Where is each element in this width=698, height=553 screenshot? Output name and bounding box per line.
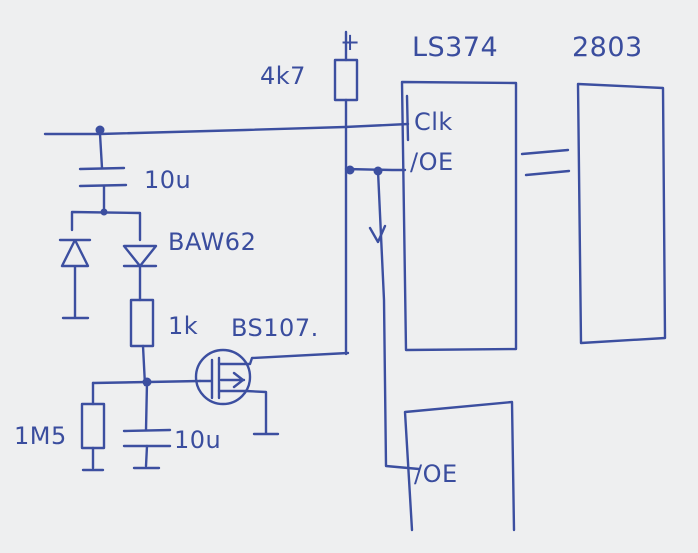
diode-split-wire <box>70 210 142 242</box>
mosfet-circle <box>194 348 252 406</box>
chip1-label: LS374 <box>412 32 498 63</box>
resistor-1m5 <box>80 402 106 450</box>
r1m5-lead-bottom <box>81 446 105 472</box>
cap2-lead-top <box>144 380 149 432</box>
bus-line-2 <box>524 169 571 177</box>
clock-wire <box>43 122 410 136</box>
r-series-label: 1k <box>168 312 198 340</box>
diode-right <box>122 244 158 302</box>
mosfet-drain <box>217 351 350 366</box>
cap2-label: 10u <box>174 426 221 454</box>
oe2-branch <box>376 169 421 471</box>
ls374-chip <box>400 80 518 352</box>
second-chip <box>403 400 516 532</box>
oe1-wire <box>344 167 407 172</box>
vplus-label: + <box>340 28 361 56</box>
oe1-pin-label: /OE <box>410 148 454 176</box>
cap1-label: 10u <box>144 166 191 194</box>
mosfet-label: BS107. <box>231 314 319 342</box>
mosfet-gate <box>198 358 214 400</box>
bus-line-1 <box>520 148 570 156</box>
diode-left <box>58 238 92 320</box>
cap2-lead-bottom <box>132 444 161 470</box>
uln2803-chip <box>576 82 667 345</box>
clk-pin-label: Clk <box>414 108 453 136</box>
mosfet-source <box>217 389 280 436</box>
r-bleed-label: 1M5 <box>14 422 67 450</box>
cap2-plate-top <box>122 428 172 433</box>
r-pullup-label: 4k7 <box>260 62 306 90</box>
resistor-1k <box>129 298 155 348</box>
mosfet-arrow <box>219 371 246 389</box>
clk-bracket <box>405 94 410 142</box>
down-arrow <box>368 224 387 244</box>
cap1-lead-top <box>98 132 104 170</box>
chip2-label: 2803 <box>572 32 643 63</box>
cap1-plate-top <box>78 166 126 171</box>
oe2-pin-label: /OE <box>414 460 458 488</box>
diode-label: BAW62 <box>168 228 256 256</box>
resistor-4k7 <box>333 58 359 102</box>
